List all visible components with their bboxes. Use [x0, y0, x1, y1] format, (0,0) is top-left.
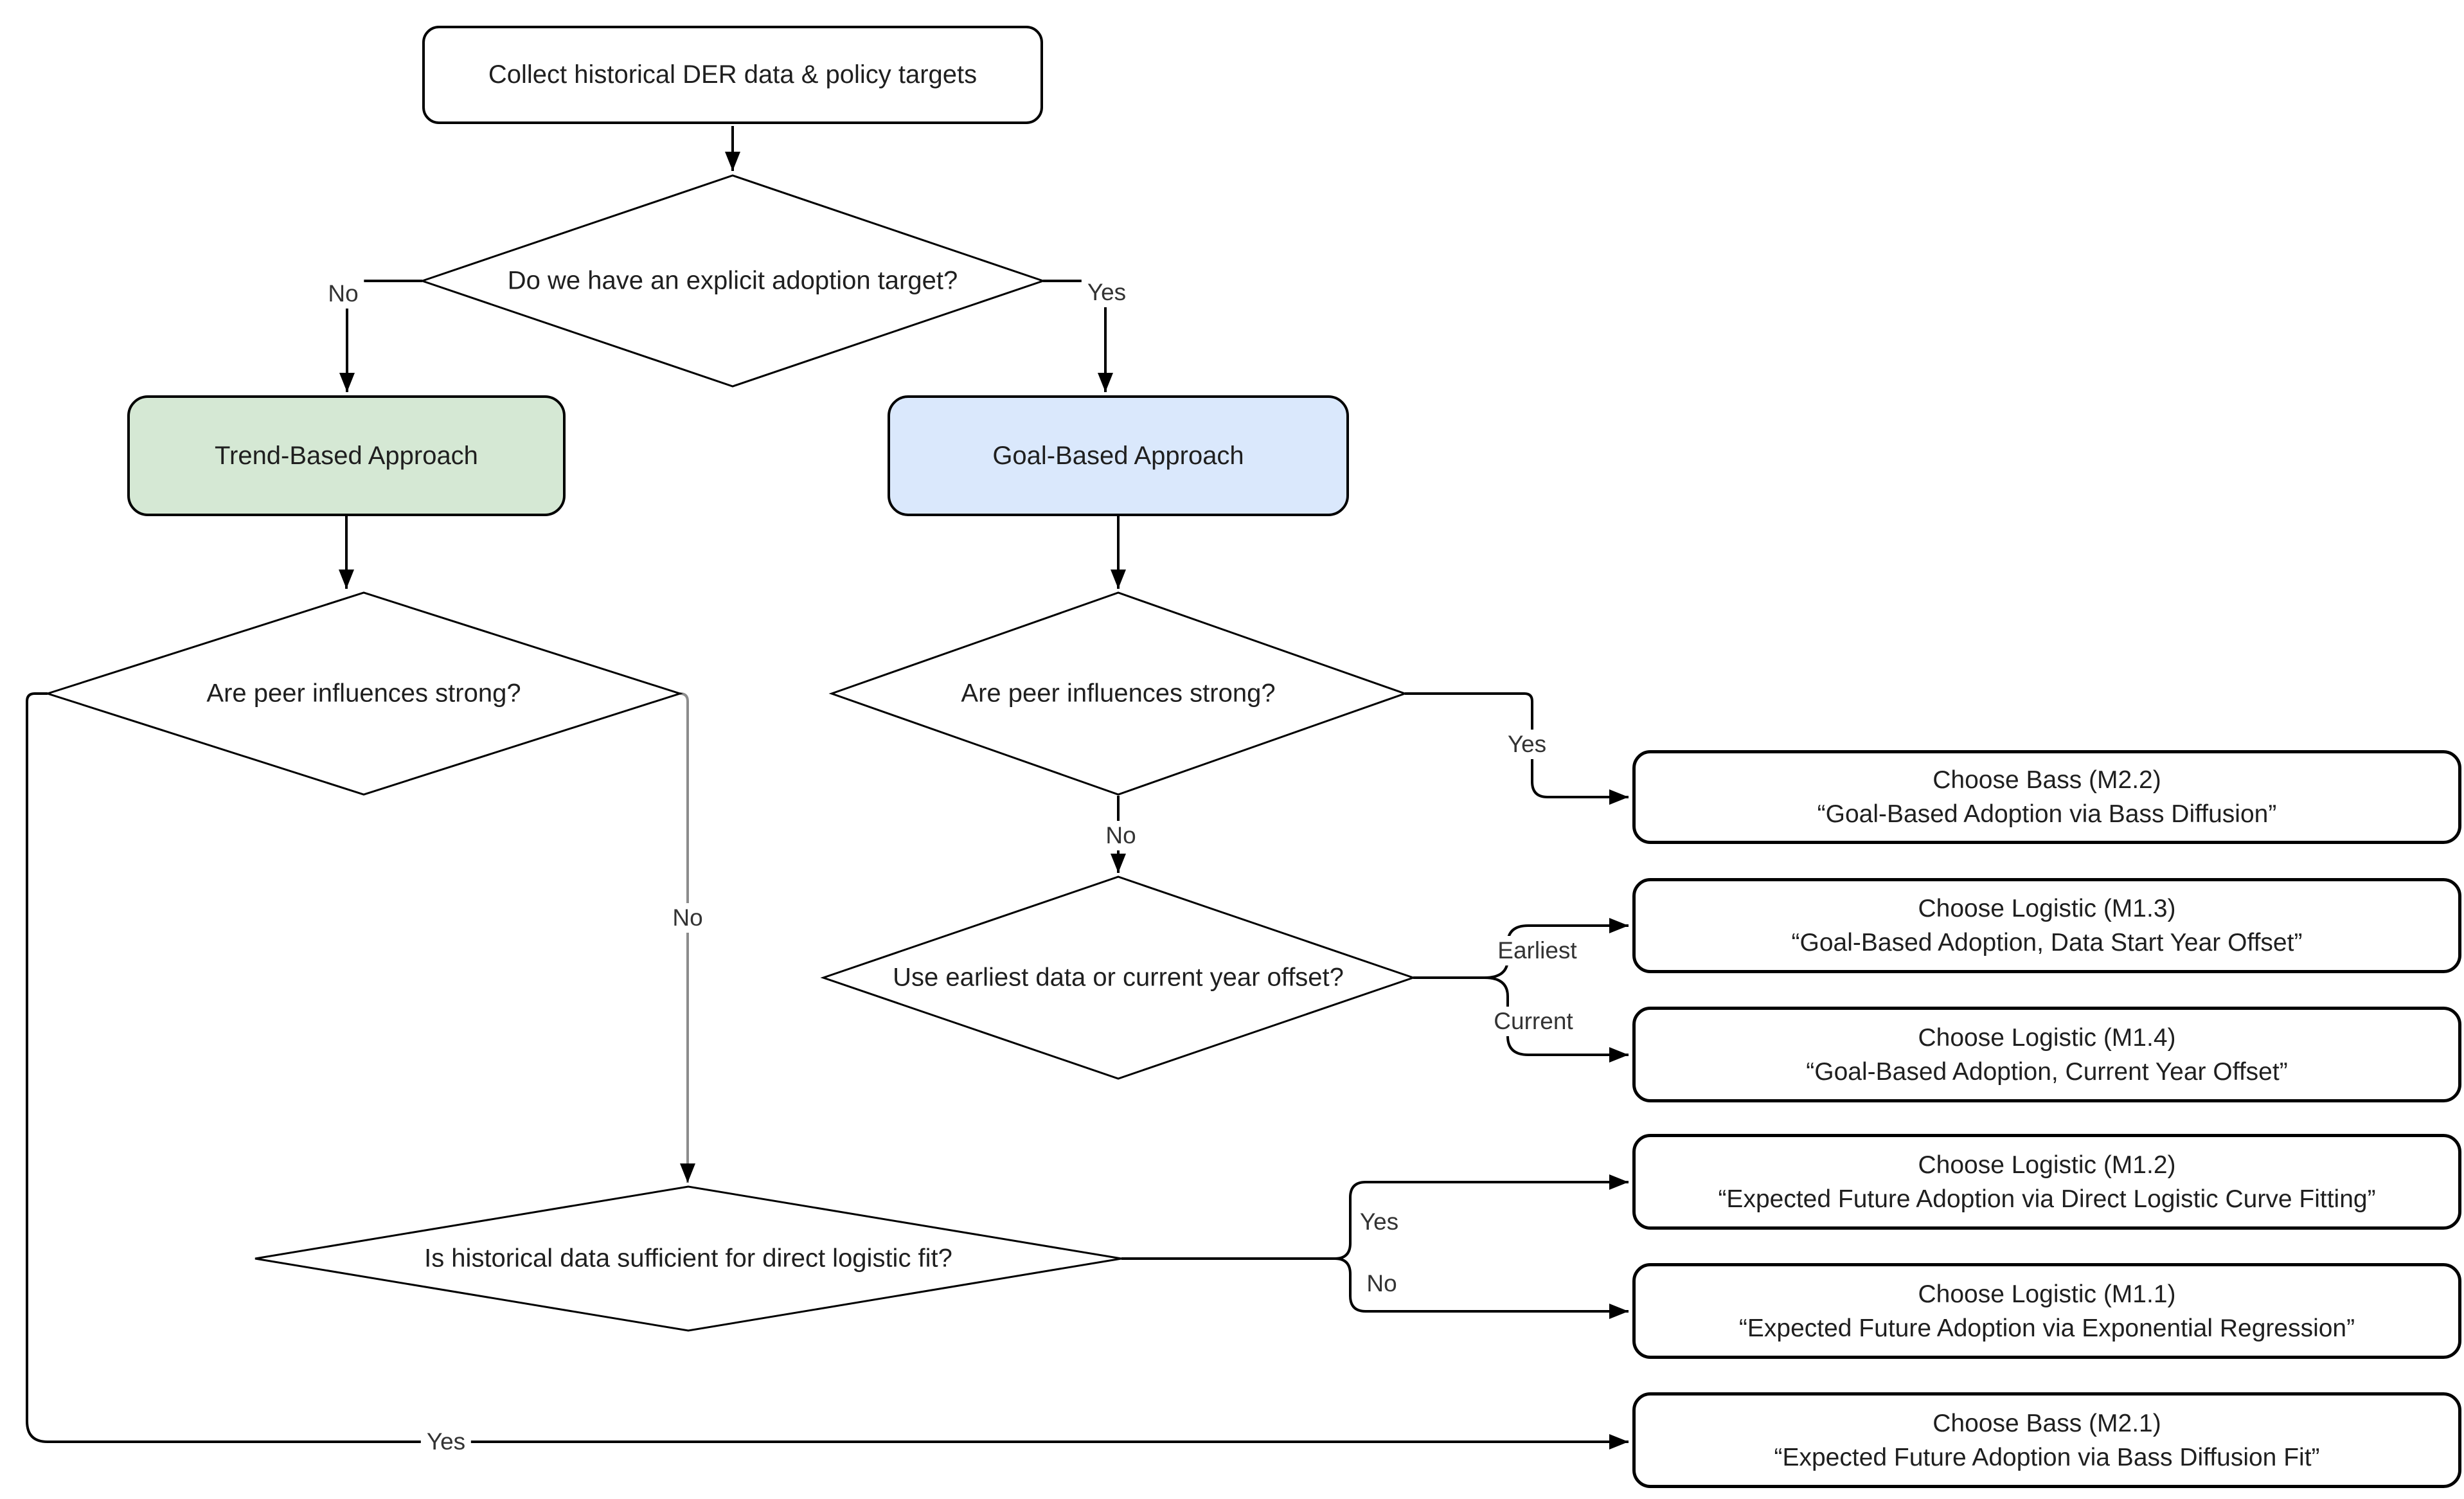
result-bass-m21-subtitle: “Expected Future Adoption via Bass Diffu… — [1774, 1443, 2320, 1471]
trend-based-approach-node: Trend-Based Approach — [127, 395, 566, 516]
peer-left-diamond — [44, 591, 683, 796]
result-logistic-m13-title: Choose Logistic (M1.3) — [1918, 895, 2176, 922]
edge-label-peer-right-no: No — [1100, 821, 1142, 850]
result-logistic-m12-subtitle: “Expected Future Adoption via Direct Log… — [1718, 1185, 2376, 1213]
result-logistic-m12-title: Choose Logistic (M1.2) — [1918, 1151, 2176, 1179]
adoption-target-label: Do we have an explicit adoption target? — [507, 266, 958, 295]
edge-historical-no-to-m11 — [1334, 1257, 1629, 1319]
edge-label-adoption-target-yes: Yes — [1081, 278, 1132, 307]
edge-label-offset-earliest: Earliest — [1492, 936, 1583, 965]
offset-choice-diamond — [820, 875, 1416, 1080]
result-bass-m21-title: Choose Bass (M2.1) — [1933, 1409, 2161, 1437]
trend-based-approach-label: Trend-Based Approach — [215, 441, 478, 470]
edge-peer-left-yes-to-m21 — [26, 692, 1629, 1450]
edge-label-offset-current: Current — [1488, 1007, 1579, 1036]
result-bass-m22: Choose Bass (M2.2) “Goal-Based Adoption … — [1632, 750, 2461, 844]
edge-label-peer-left-yes: Yes — [420, 1427, 472, 1457]
edge-historical-yes-to-m12 — [1334, 1174, 1629, 1260]
result-logistic-m11: Choose Logistic (M1.1) “Expected Future … — [1632, 1263, 2461, 1359]
result-logistic-m13-subtitle: “Goal-Based Adoption, Data Start Year Of… — [1791, 929, 2303, 956]
adoption-target-diamond — [419, 174, 1046, 388]
result-logistic-m14-title: Choose Logistic (M1.4) — [1918, 1023, 2176, 1052]
edge-offset-current-to-m14 — [1484, 976, 1629, 1063]
result-logistic-m11-title: Choose Logistic (M1.1) — [1918, 1280, 2176, 1308]
start-node: Collect historical DER data & policy tar… — [422, 26, 1043, 124]
result-logistic-m14: Choose Logistic (M1.4) “Goal-Based Adopt… — [1632, 1007, 2461, 1102]
edge-peer-left-no-to-historical — [679, 692, 695, 1183]
edge-label-peer-left-no: No — [666, 903, 709, 933]
goal-based-approach-node: Goal-Based Approach — [888, 395, 1349, 516]
result-bass-m22-subtitle: “Goal-Based Adoption via Bass Diffusion” — [1817, 800, 2277, 828]
peer-left-label: Are peer influences strong? — [206, 679, 521, 708]
offset-choice-label: Use earliest data or current year offset… — [893, 963, 1344, 992]
start-node-label: Collect historical DER data & policy tar… — [488, 60, 978, 89]
peer-right-label: Are peer influences strong? — [961, 679, 1276, 708]
result-bass-m21: Choose Bass (M2.1) “Expected Future Adop… — [1632, 1392, 2461, 1488]
edge-label-adoption-target-no: No — [322, 279, 364, 309]
result-logistic-m11-subtitle: “Expected Future Adoption via Exponentia… — [1738, 1314, 2355, 1342]
result-logistic-m13: Choose Logistic (M1.3) “Goal-Based Adopt… — [1632, 878, 2461, 973]
peer-right-diamond — [828, 591, 1408, 796]
result-logistic-m12: Choose Logistic (M1.2) “Expected Future … — [1632, 1134, 2461, 1230]
historical-fit-label: Is historical data sufficient for direct… — [424, 1244, 952, 1273]
edge-label-historical-yes: Yes — [1353, 1207, 1405, 1237]
result-bass-m22-title: Choose Bass (M2.2) — [1933, 766, 2161, 794]
goal-based-approach-label: Goal-Based Approach — [992, 441, 1244, 470]
edge-label-peer-right-yes: Yes — [1501, 730, 1553, 759]
historical-fit-diamond — [254, 1185, 1122, 1332]
result-logistic-m14-subtitle: “Goal-Based Adoption, Current Year Offse… — [1806, 1057, 2288, 1086]
edge-label-historical-no: No — [1361, 1269, 1403, 1298]
